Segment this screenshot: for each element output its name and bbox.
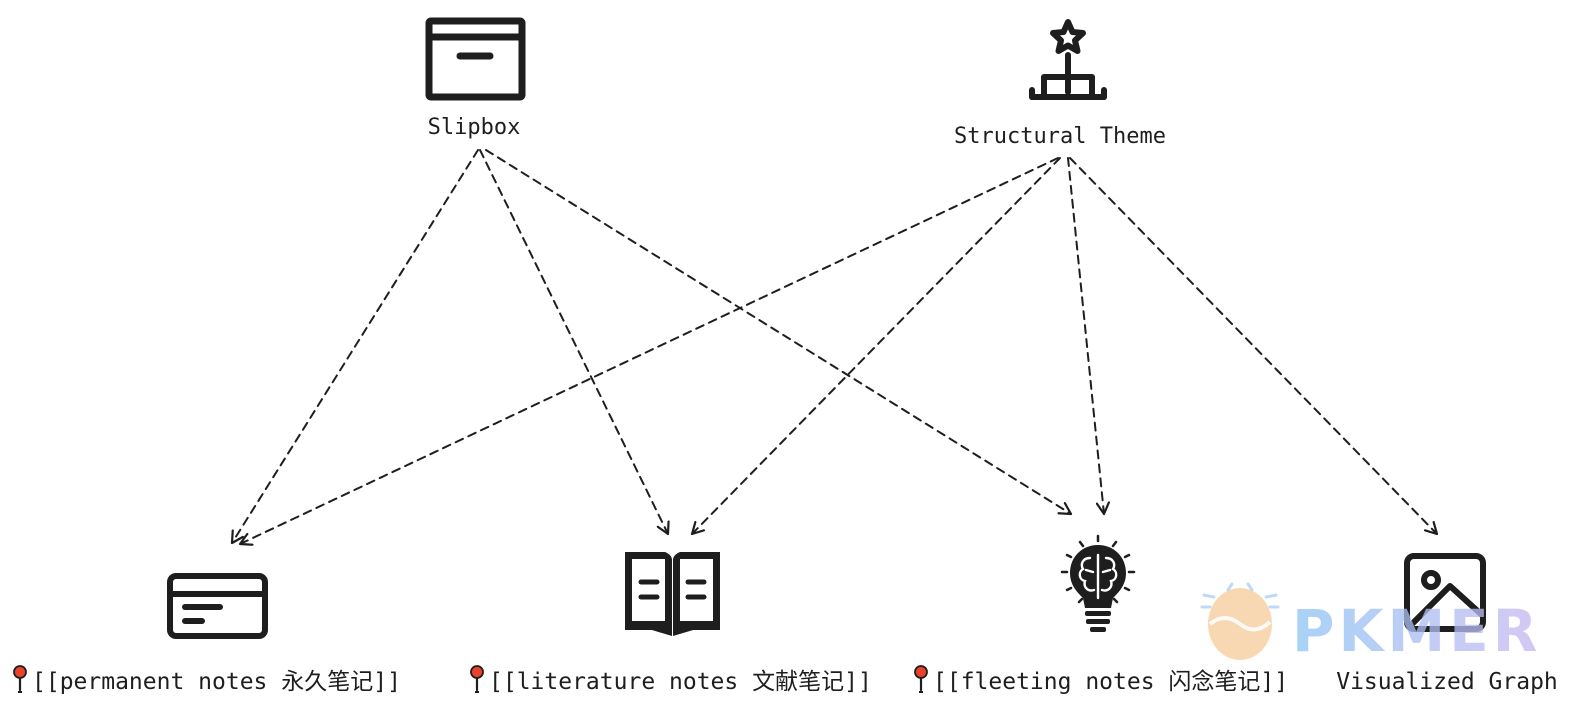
edge-theme-fleeting: [1067, 157, 1104, 514]
pkmer-watermark: PKMER: [1200, 582, 1541, 665]
brain-bulb-icon: [1060, 534, 1136, 632]
structural-theme-label: Structural Theme: [954, 124, 1166, 149]
node-slipbox[interactable]: Slipbox: [425, 17, 526, 140]
node-visualized-graph[interactable]: Visualized Graph: [1336, 553, 1558, 695]
node-fleeting-notes[interactable]: [[fleeting notes 闪念笔记]]: [913, 534, 1288, 695]
card-icon: [167, 573, 268, 639]
pin-icon: [12, 664, 28, 694]
archive-box-icon: [425, 17, 526, 101]
edges: [232, 149, 1437, 544]
node-literature-notes[interactable]: [[literature notes 文献笔记]]: [469, 552, 872, 695]
edge-slipbox-fleeting: [485, 149, 1071, 514]
pkmer-logo-icon: [1200, 582, 1280, 660]
pin-icon: [913, 664, 929, 694]
permanent-notes-label: [[permanent notes 永久笔记]]: [32, 669, 401, 695]
edge-theme-literature: [692, 157, 1061, 534]
edge-slipbox-literature: [479, 149, 668, 534]
open-book-icon: [625, 552, 720, 636]
pkmer-wordmark: PKMER: [1292, 597, 1541, 665]
node-structural-theme[interactable]: Structural Theme: [954, 19, 1166, 149]
hierarchy-star-icon: [1029, 19, 1107, 100]
image-icon: [1404, 553, 1486, 632]
edge-theme-permanent: [240, 157, 1059, 544]
visualized-graph-label: Visualized Graph: [1336, 669, 1558, 695]
edge-theme-visualized: [1069, 157, 1437, 534]
pin-icon: [469, 664, 485, 694]
literature-notes-label: [[literature notes 文献笔记]]: [489, 669, 872, 695]
node-permanent-notes[interactable]: [[permanent notes 永久笔记]]: [12, 573, 401, 695]
edge-slipbox-permanent: [232, 149, 479, 543]
fleeting-notes-label: [[fleeting notes 闪念笔记]]: [933, 669, 1288, 695]
slipbox-label: Slipbox: [428, 115, 521, 140]
